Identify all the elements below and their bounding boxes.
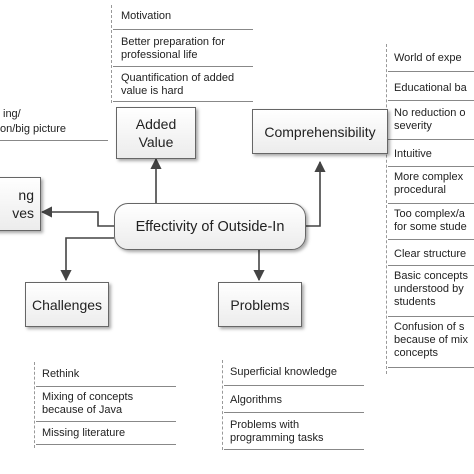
arrow-to-learning-objectives — [40, 206, 114, 227]
note-clear-structure: Clear structure — [394, 248, 467, 260]
note-rule — [224, 449, 364, 450]
note-confusion: Confusion of s because of mix concepts — [394, 321, 468, 359]
note-rule — [36, 386, 176, 387]
note-intuitive: Intuitive — [394, 148, 432, 160]
challenges-node: Challenges — [25, 282, 109, 327]
note-educational: Educational ba — [394, 82, 467, 94]
note-rule — [113, 101, 253, 102]
note-rule — [388, 316, 474, 317]
learning-objectives-label: ng ves — [12, 187, 34, 221]
arrow-to-challenges — [60, 237, 114, 282]
note-rule — [388, 71, 474, 72]
note-rule — [36, 444, 176, 445]
note-rule — [224, 385, 364, 386]
note-quantification: Quantification of added value is hard — [121, 72, 235, 97]
note-no-reduction: No reduction o severity — [394, 107, 466, 132]
note-rule — [0, 140, 108, 141]
central-node-label: Effectivity of Outside-In — [135, 218, 285, 235]
problems-node: Problems — [218, 282, 302, 327]
challenges-notes-divider — [34, 362, 35, 448]
learning-objectives-node: ng ves — [0, 177, 41, 231]
note-rule — [388, 166, 474, 167]
added-value-notes-divider — [111, 5, 112, 103]
added-value-node: Added Value — [116, 107, 196, 159]
note-problems-with-programming: Problems with programming tasks — [230, 419, 324, 444]
note-rule — [113, 29, 253, 30]
problems-notes-divider — [222, 360, 223, 450]
problems-label: Problems — [230, 296, 290, 313]
comprehensibility-notes-divider — [386, 44, 387, 374]
note-rule — [388, 100, 474, 101]
note-learning-1: ing/ — [3, 108, 21, 120]
note-basic-concepts: Basic concepts understood by students — [394, 270, 468, 308]
note-rule — [388, 139, 474, 140]
challenges-label: Challenges — [31, 296, 103, 313]
added-value-label: Added Value — [135, 116, 177, 150]
comprehensibility-node: Comprehensibility — [252, 109, 388, 154]
note-world-of-expe: World of expe — [394, 52, 462, 64]
arrow-to-comprehensibility — [306, 160, 326, 227]
note-algorithms: Algorithms — [230, 394, 282, 406]
note-mixing-of-concepts: Mixing of concepts because of Java — [42, 391, 134, 416]
note-superficial-knowledge: Superficial knowledge — [230, 366, 338, 378]
note-better-preparation: Better preparation for professional life — [121, 36, 225, 61]
comprehensibility-label: Comprehensibility — [264, 123, 376, 140]
note-missing-literature: Missing literature — [42, 427, 126, 439]
note-motivation: Motivation — [121, 10, 172, 22]
note-rule — [388, 239, 474, 240]
note-rule — [36, 421, 176, 422]
note-too-complex: Too complex/a for some stude — [394, 208, 467, 233]
note-learning-2: on/big picture — [0, 123, 67, 135]
note-more-complex: More complex procedural — [394, 171, 464, 196]
central-node: Effectivity of Outside-In — [114, 203, 306, 250]
note-rule — [224, 412, 364, 413]
note-rule — [388, 203, 474, 204]
note-rethink: Rethink — [42, 368, 80, 380]
note-rule — [388, 367, 474, 368]
note-rule — [388, 265, 474, 266]
note-rule — [113, 66, 253, 67]
